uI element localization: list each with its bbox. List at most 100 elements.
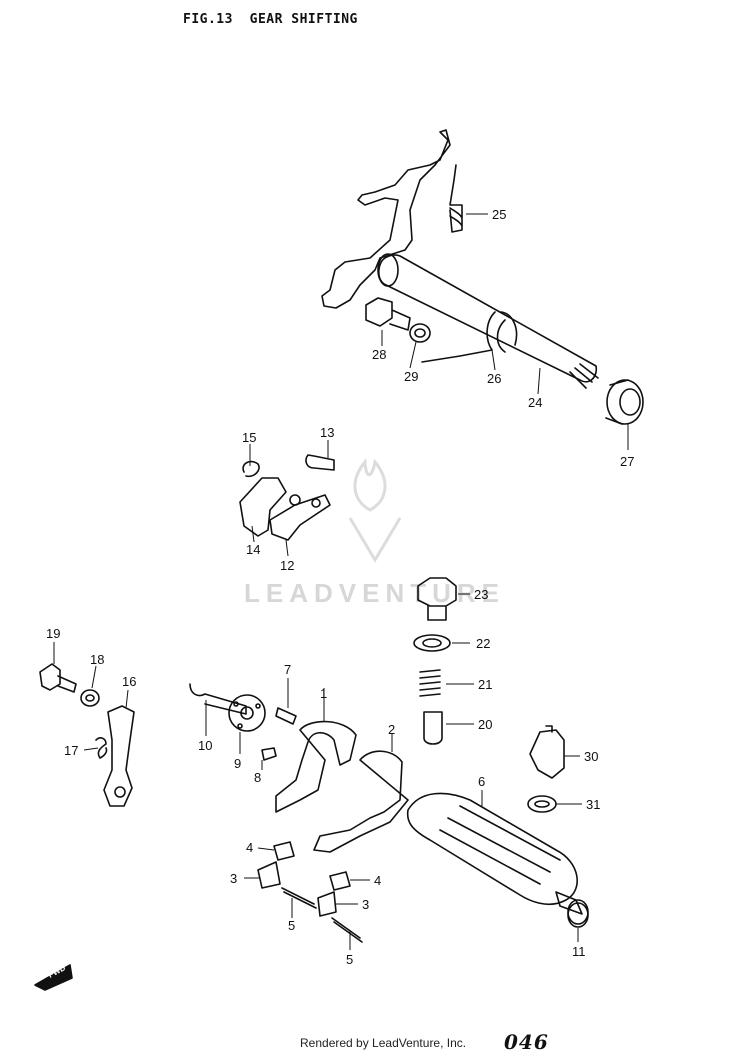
fork-pin-upper — [257, 861, 281, 889]
cam-end-cap — [567, 902, 589, 928]
callout-29: 29 — [404, 369, 418, 384]
callout-11: 11 — [572, 944, 586, 959]
gear-shift-cam — [406, 792, 578, 905]
stopper-pivot — [289, 494, 301, 506]
cam-end-shaft — [555, 891, 583, 915]
leader-12 — [285, 539, 289, 557]
neutral-spring — [419, 669, 441, 697]
callout-21: 21 — [478, 677, 492, 692]
footer-credit: Rendered by LeadVenture, Inc. — [300, 1036, 467, 1050]
callout-13: 13 — [320, 425, 334, 440]
plate-center-hole — [240, 706, 254, 720]
fork-pin-lower — [317, 891, 337, 917]
figure-title-text: GEAR SHIFTING — [249, 12, 358, 27]
cam-stopper-plate — [239, 477, 287, 537]
plate-hole-2 — [255, 703, 261, 709]
fwd-arrow-icon — [34, 964, 73, 991]
plate-hole-1 — [233, 701, 239, 707]
callout-24: 24 — [528, 395, 542, 410]
lever-washer-hole — [414, 328, 426, 338]
watermark-logo — [348, 458, 402, 563]
stopper-spring — [95, 737, 108, 759]
callout-7: 7 — [284, 662, 291, 677]
switch-washer-hole — [534, 800, 550, 808]
callout-18: 18 — [90, 652, 104, 667]
callout-12: 12 — [280, 558, 294, 573]
stopper-washer — [80, 689, 100, 707]
callout-6: 6 — [478, 774, 485, 789]
callout-8: 8 — [254, 770, 261, 785]
oil-seal-inner — [619, 388, 641, 416]
stopper-roller — [114, 786, 126, 798]
return-spring — [449, 164, 463, 233]
callout-31: 31 — [586, 797, 600, 812]
shift-fork-right — [313, 750, 409, 853]
shaft-splines — [569, 363, 599, 389]
callout-20: 20 — [478, 717, 492, 732]
callout-14: 14 — [246, 542, 260, 557]
figure-label: FIG.13 — [183, 12, 233, 27]
callout-16: 16 — [122, 674, 136, 689]
callout-4b: 4 — [374, 873, 381, 888]
callout-17: 17 — [64, 743, 78, 758]
fork-roller-upper — [273, 841, 295, 861]
cam-grooves — [439, 805, 561, 885]
neutral-stopper-plug — [417, 577, 457, 621]
callout-1: 1 — [320, 686, 327, 701]
switch-washer — [527, 795, 557, 813]
cotter-pin-lower — [331, 917, 363, 943]
callout-26: 26 — [487, 371, 501, 386]
stopper-washer-hole — [85, 694, 95, 702]
page-number: 046 — [504, 1030, 549, 1054]
callout-25: 25 — [492, 207, 506, 222]
leader-16 — [125, 689, 129, 709]
shaft-end — [377, 253, 399, 287]
stopper-bolt — [39, 663, 77, 693]
lever-bolt — [365, 297, 411, 331]
callout-2: 2 — [388, 722, 395, 737]
plug-gasket-hole — [422, 638, 442, 648]
callout-5a: 5 — [288, 918, 295, 933]
callout-19: 19 — [46, 626, 60, 641]
callout-28: 28 — [372, 347, 386, 362]
callout-9: 9 — [234, 756, 241, 771]
leader-18 — [91, 665, 97, 689]
leader-4a — [257, 847, 275, 851]
cotter-pin-upper — [281, 887, 317, 909]
cam-pin — [275, 707, 297, 725]
callout-3b: 3 — [362, 897, 369, 912]
oil-seal-edge — [605, 379, 629, 425]
callout-23: 23 — [474, 587, 488, 602]
figure-title: FIG.13 GEAR SHIFTING — [183, 12, 358, 27]
shaft-return-spring — [421, 311, 518, 363]
plate-hole-3 — [237, 723, 243, 729]
lever-washer — [409, 323, 431, 343]
leader-26 — [491, 349, 496, 371]
callout-30: 30 — [584, 749, 598, 764]
oil-seal — [606, 379, 644, 425]
neutral-switch — [529, 725, 565, 779]
gear-shift-pin — [261, 747, 277, 761]
cam-driven-gear-plate — [228, 694, 266, 732]
cam-stopper-lever — [269, 494, 331, 541]
callout-27: 27 — [620, 454, 634, 469]
leader-14 — [251, 525, 255, 543]
callout-5b: 5 — [346, 952, 353, 967]
fork-roller-lower — [329, 871, 351, 891]
leader-29 — [409, 341, 417, 369]
callout-3a: 3 — [230, 871, 237, 886]
stopper-circlip — [242, 460, 260, 478]
stopper-hole — [311, 498, 321, 508]
callout-22: 22 — [476, 636, 490, 651]
shift-fork-left — [275, 720, 357, 813]
plug-gasket — [413, 634, 451, 652]
neutral-stopper — [423, 711, 443, 745]
gear-shift-cam-stopper — [103, 705, 135, 807]
shift-shaft — [378, 254, 598, 383]
leader-17 — [83, 747, 99, 751]
cam-bolt — [189, 683, 247, 715]
callout-10: 10 — [198, 738, 212, 753]
callout-4a: 4 — [246, 840, 253, 855]
leader-24 — [537, 367, 541, 395]
